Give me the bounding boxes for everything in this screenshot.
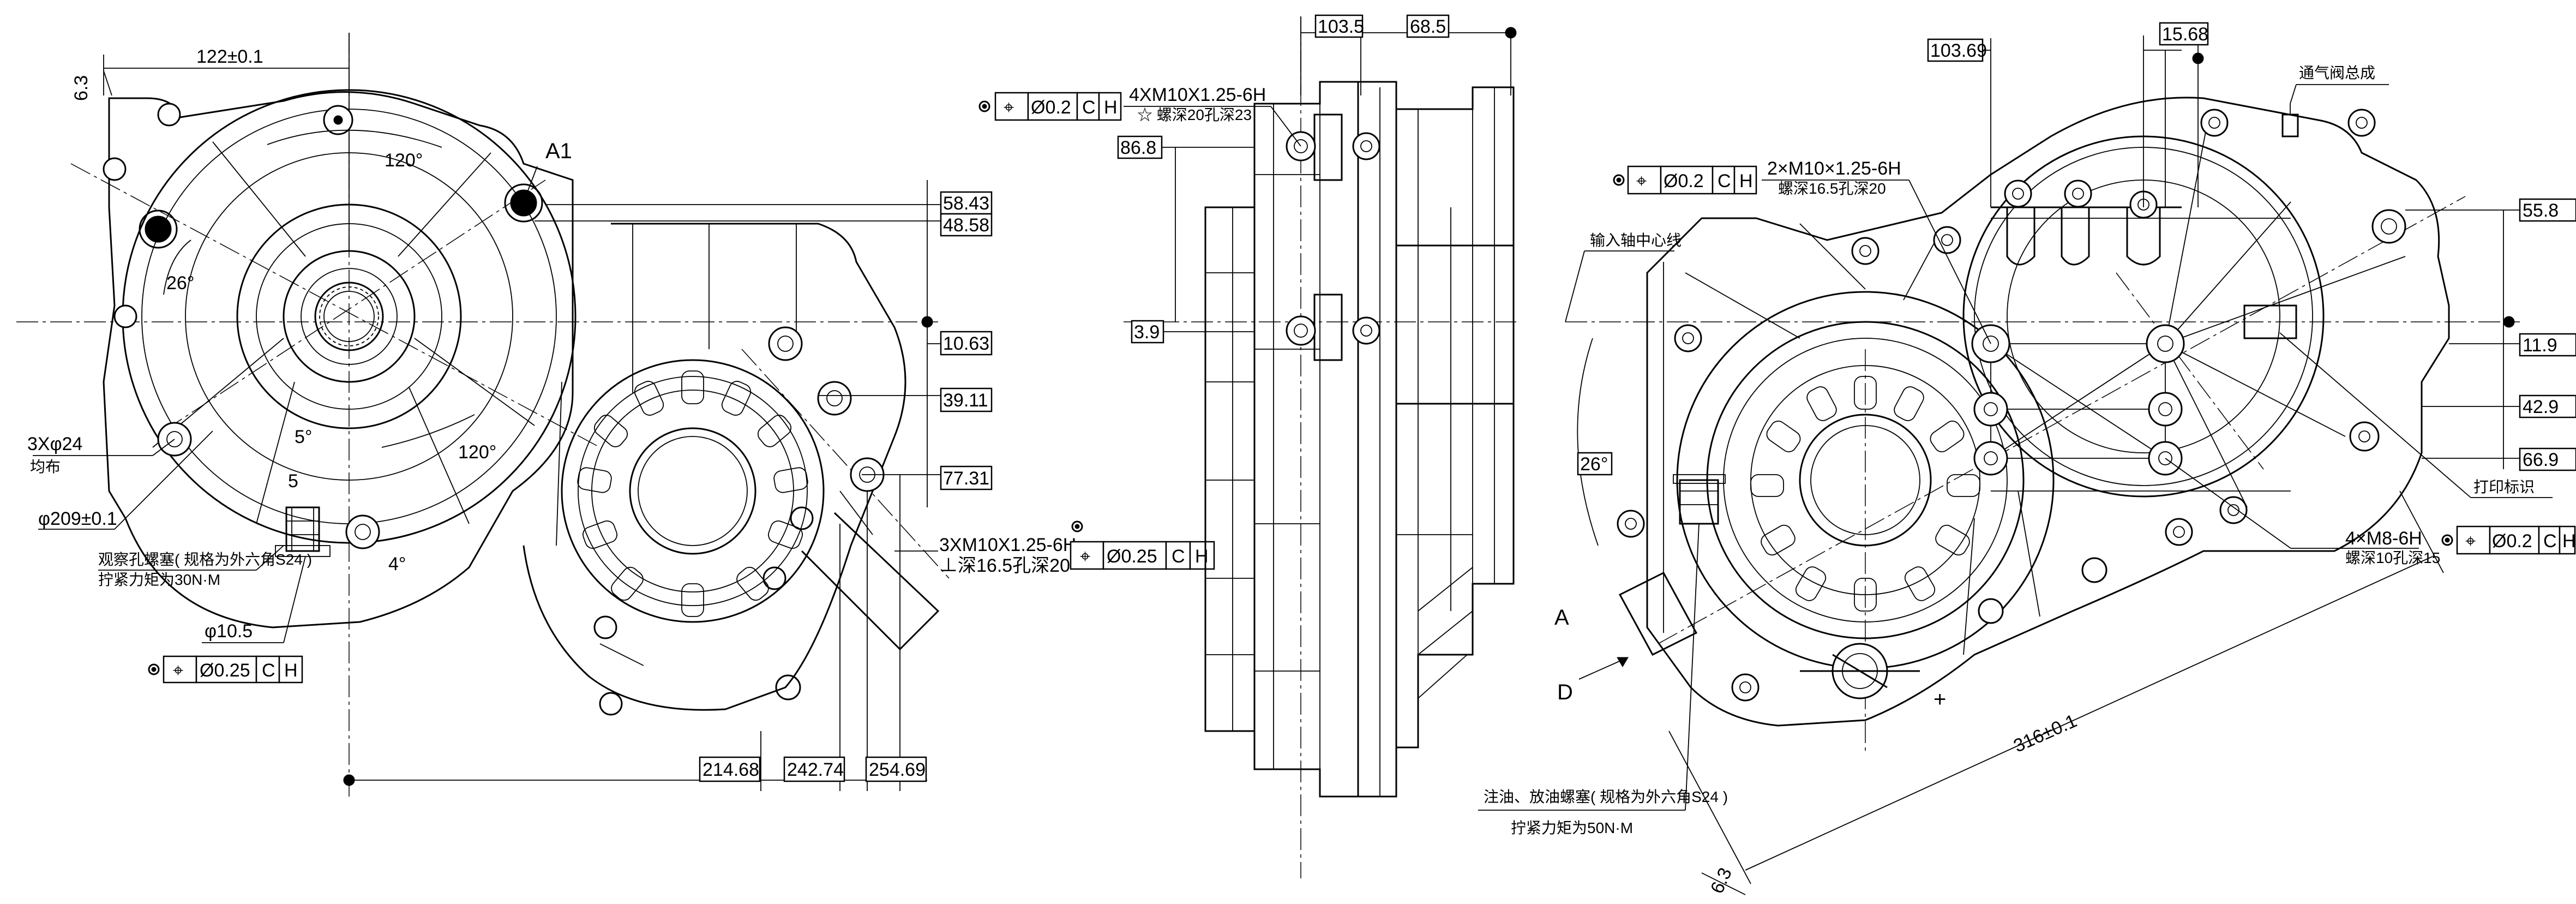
dim-10-63: 10.63 <box>943 333 989 354</box>
dim-103-5: 103.5 <box>1318 16 1364 37</box>
tol-left-pos: ⌖ <box>173 660 183 681</box>
dim-15-68: 15.68 <box>2162 24 2208 45</box>
tol-mid-val: Ø0.2 <box>1031 97 1071 118</box>
tol-left-ref1: C <box>262 660 275 681</box>
dim-5: 5 <box>288 471 298 492</box>
vent-label: 通气阀总成 <box>2299 64 2375 81</box>
tol-rtop-ref2: H <box>1739 171 1753 191</box>
thread-2xm10: 2×M10×1.25-6H <box>1767 158 1901 179</box>
dim-11-9: 11.9 <box>2523 335 2557 356</box>
dim-242-74: 242.74 <box>787 759 844 780</box>
tol-rside-val: Ø0.2 <box>2492 531 2532 552</box>
axis-label: 输入轴中心线 <box>1590 232 1682 249</box>
dim-42-9: 42.9 <box>2523 397 2559 417</box>
holes-3x24: 3Xφ24 <box>27 434 82 454</box>
plug-note-1: 观察孔螺塞( 规格为外六角S24 ) <box>98 551 312 568</box>
drain-note-2: 拧紧力矩为50N·M <box>1511 819 1633 836</box>
dim-77-31: 77.31 <box>943 468 989 489</box>
tol-rtop-val: Ø0.2 <box>1664 171 1704 191</box>
tol-mid-ref2: H <box>1104 97 1118 118</box>
tol-mid-ref1: C <box>1082 97 1096 118</box>
thread-2xm10-depth: 螺深16.5孔深20 <box>1778 180 1886 197</box>
dim-48-58: 48.58 <box>943 215 989 236</box>
dim-26-left: 26° <box>166 273 194 294</box>
dim-4-deg: 4° <box>388 554 406 574</box>
middle-view: 103.5 68.5 86.8 3.9 ⌖ Ø0.2 C H 4XM10X1.2… <box>978 14 1517 878</box>
dim-58-43: 58.43 <box>943 193 989 214</box>
dim-6-3-left: 6.3 <box>71 75 92 101</box>
label-a1: A1 <box>545 139 572 163</box>
dim-26-right: 26° <box>1580 454 1608 475</box>
print-label: 打印标识 <box>2473 478 2535 495</box>
dim-55-8: 55.8 <box>2523 200 2559 221</box>
dim-39-11: 39.11 <box>943 390 988 411</box>
dim-10-5: φ10.5 <box>205 621 253 642</box>
tol-thread-val: Ø0.25 <box>1107 546 1157 567</box>
tol-rtop-ref1: C <box>1718 171 1731 191</box>
label-d: D <box>1557 680 1573 704</box>
thread-4xm10-depth: ☆ 螺深20孔深23 <box>1137 106 1252 123</box>
tol-thread-ref1: C <box>1172 546 1185 567</box>
tol-rside-ref2: H <box>2562 531 2576 552</box>
dim-103-69: 103.69 <box>1930 40 1987 61</box>
tol-left-val: Ø0.25 <box>200 660 250 681</box>
plug-note-2: 拧紧力矩为30N·M <box>98 571 220 588</box>
dim-5-deg: 5° <box>295 427 313 447</box>
thread-4xm8: 4×M8-6H <box>2345 528 2422 549</box>
thread-4xm10: 4XM10X1.25-6H <box>1129 85 1266 105</box>
dim-120-bottom: 120° <box>458 442 496 463</box>
tol-rside-ref1: C <box>2543 531 2557 552</box>
dim-86-8: 86.8 <box>1120 137 1156 158</box>
thread-3xm10: 3XM10X1.25-6H <box>939 535 1076 555</box>
svg-text:+: + <box>1933 687 1946 711</box>
thread-4xm8-depth: 螺深10孔深15 <box>2345 549 2440 566</box>
left-view: 122±0.1 6.3 120° 26° 5° 120° 5 4° A1 3Xφ… <box>16 33 1215 797</box>
tol-mid-pos: ⌖ <box>1004 97 1014 118</box>
drain-note-1: 注油、放油螺塞( 规格为外六角S24 ) <box>1484 788 1728 805</box>
tol-left-ref2: H <box>284 660 298 681</box>
tol-rside-pos: ⌖ <box>2465 531 2476 552</box>
tol-rtop-pos: ⌖ <box>1636 171 1647 191</box>
dim-68-5: 68.5 <box>1410 16 1446 37</box>
dim-209: φ209±0.1 <box>38 508 117 529</box>
label-a: A <box>1554 606 1569 630</box>
thread-3xm10-depth: ⊥深16.5孔深20 <box>939 555 1070 576</box>
tol-thread-pos: ⌖ <box>1080 546 1090 567</box>
dim-214-68: 214.68 <box>702 759 759 780</box>
dim-120-top: 120° <box>385 150 423 171</box>
tol-thread-ref2: H <box>1195 546 1209 567</box>
holes-even: 均布 <box>30 458 61 475</box>
dim-3-9: 3.9 <box>1134 322 1160 343</box>
dim-122: 122±0.1 <box>196 46 263 67</box>
dim-254-69: 254.69 <box>869 759 926 780</box>
dim-66-9: 66.9 <box>2523 450 2559 470</box>
right-view: + 103.69 15.68 通气阀总成 <box>1478 22 2576 897</box>
